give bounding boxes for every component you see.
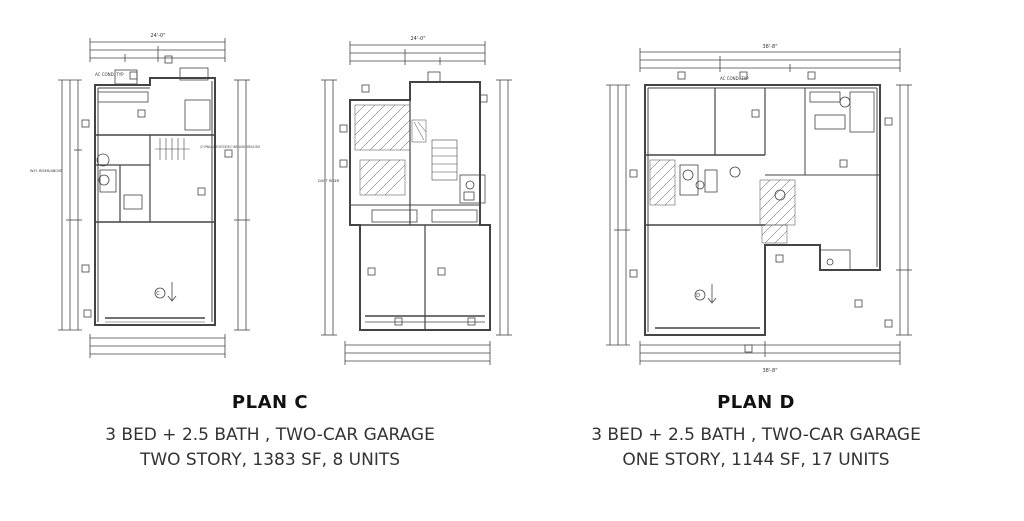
plan-c-garage-tag: C (156, 291, 160, 297)
plan-c-stair-note: 1/2" GYPWALLS AS PER SECTION R302.7 UNDE… (200, 145, 260, 149)
plan-c-first-floor (58, 38, 250, 358)
plan-d-ac-note: AC COND. TYP (720, 76, 749, 81)
plan-d-floor (606, 48, 912, 365)
plan-d-top-dimension: 38'-8" (762, 44, 777, 50)
plan-c-second-top-dimension: 24'-0" (410, 36, 425, 42)
plan-d-title: PLAN D (717, 392, 795, 413)
plan-d-caption: PLAN D 3 BED + 2.5 BATH , TWO-CAR GARAGE… (526, 392, 986, 473)
plan-d-details: ONE STORY, 1144 SF, 17 UNITS (622, 450, 890, 470)
plan-c-second-floor (321, 41, 512, 365)
plan-c-details: TWO STORY, 1383 SF, 8 UNITS (139, 450, 401, 470)
plan-d-garage-tag: D (696, 293, 700, 299)
plan-c-ac-note: AC COND. TYP (95, 72, 124, 77)
plan-c-wh-note: W.H. RISER/ABOVE (30, 169, 63, 173)
plan-d-rooms: 3 BED + 2.5 BATH , TWO-CAR GARAGE (591, 425, 921, 445)
plan-c-duct-note: DUCT RISER (318, 179, 340, 183)
plan-c-rooms: 3 BED + 2.5 BATH , TWO-CAR GARAGE (105, 425, 435, 445)
plan-c-caption: PLAN C 3 BED + 2.5 BATH , TWO-CAR GARAGE… (40, 392, 500, 473)
plan-c-top-dimension: 24'-0" (150, 33, 165, 39)
floor-plans-drawing: 24'-0" AC COND. TYP 1/2" GYPWALLS AS PER… (30, 33, 912, 374)
plan-c-title: PLAN C (231, 392, 309, 413)
plan-d-bottom-dimension: 38'-8" (762, 368, 777, 374)
